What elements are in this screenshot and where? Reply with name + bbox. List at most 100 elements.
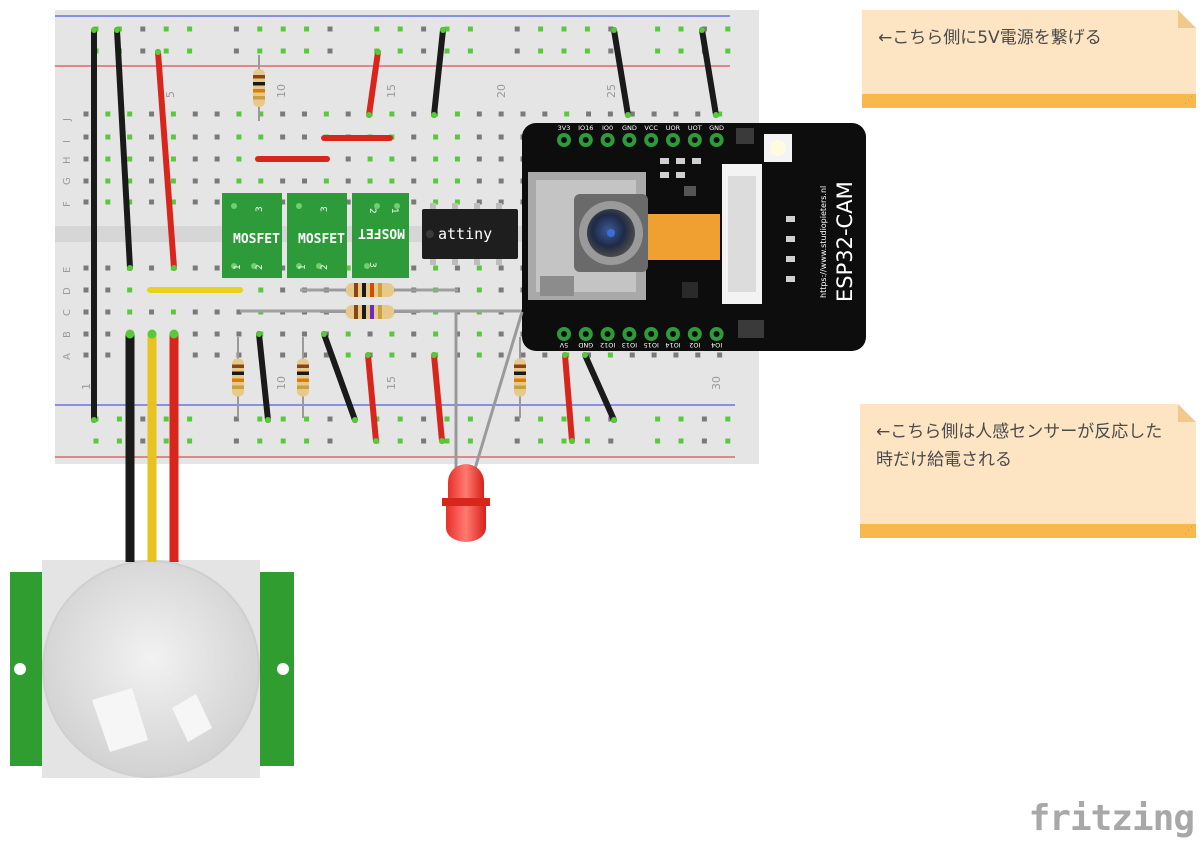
rail-hole — [116, 416, 122, 422]
breadboard-hole — [105, 265, 111, 271]
breadboard-hole — [345, 352, 351, 358]
breadboard-hole — [192, 265, 198, 271]
rail-hole — [701, 416, 707, 422]
wire-black — [256, 331, 271, 423]
note-power-input: ←こちら側に5V電源を繋げる ⋰ — [862, 10, 1196, 108]
rail-hole — [561, 416, 567, 422]
pir-wire-end — [169, 329, 179, 339]
rail-hole — [584, 438, 590, 444]
rail-hole — [187, 26, 193, 32]
rail-hole — [421, 48, 427, 54]
wire-end — [562, 352, 568, 358]
breadboard-hole — [389, 178, 395, 184]
rail-hole — [561, 48, 567, 54]
note-bar — [860, 524, 1196, 538]
rail-hole — [257, 438, 263, 444]
rail-hole — [725, 438, 731, 444]
breadboard-hole — [83, 287, 89, 293]
breadboard-hole — [542, 111, 548, 117]
wire-end — [440, 27, 446, 33]
wire-black — [114, 27, 133, 271]
resistor-band — [362, 283, 366, 297]
wire-end — [321, 331, 327, 337]
esp32-pin-hole — [604, 137, 611, 143]
rail-hole — [444, 438, 450, 444]
rail-hole — [187, 416, 193, 422]
breadboard-hole — [411, 178, 417, 184]
breadboard-hole — [454, 199, 460, 205]
attiny-chip: attiny — [422, 203, 518, 265]
breadboard-hole — [367, 331, 373, 337]
rail-hole — [257, 48, 263, 54]
rail-hole — [538, 416, 544, 422]
mosfet-hole — [394, 203, 400, 209]
rail-hole — [233, 438, 239, 444]
breadboard-hole — [673, 111, 679, 117]
wire-end — [352, 417, 358, 423]
breadboard-hole — [280, 111, 286, 117]
ic-leg — [496, 203, 502, 211]
ic-leg — [430, 257, 436, 265]
breadboard-hole — [105, 111, 111, 117]
breadboard-hole — [476, 199, 482, 205]
wire-black — [611, 27, 631, 118]
breadboard-hole — [498, 111, 504, 117]
resistor-band — [514, 385, 526, 389]
smd-component — [676, 158, 685, 164]
breadboard-hole — [127, 178, 133, 184]
breadboard-hole — [345, 178, 351, 184]
ic-leg — [430, 203, 436, 211]
rail-hole — [467, 48, 473, 54]
wire-red — [366, 49, 381, 118]
wire-end — [265, 417, 271, 423]
breadboard-hole — [389, 331, 395, 337]
breadboard-hole — [236, 178, 242, 184]
breadboard-hole — [105, 199, 111, 205]
rail-hole — [327, 26, 333, 32]
rail-hole — [280, 438, 286, 444]
wire-end — [569, 438, 575, 444]
esp32-pin-hole — [648, 137, 655, 143]
rail-hole — [397, 26, 403, 32]
esp32-pin-hole — [626, 137, 633, 143]
esp32-pin-label: IO13 — [622, 341, 637, 349]
rail-hole — [327, 48, 333, 54]
rail-hole — [304, 438, 310, 444]
smd-component — [692, 158, 701, 164]
mosfet-label: MOSFET — [358, 225, 405, 240]
breadboard-hole — [454, 134, 460, 140]
mosfet-module-3: MOSFET 1 2 3 — [352, 193, 409, 278]
resistor-band — [253, 75, 265, 79]
breadboard-hole — [411, 199, 417, 205]
resistor-band — [253, 82, 265, 86]
breadboard-hole — [236, 156, 242, 162]
breadboard-hole — [411, 352, 417, 358]
breadboard-hole — [149, 265, 155, 271]
pir-dome-facet — [172, 694, 212, 742]
mosfet-pin-3: 3 — [255, 206, 265, 212]
breadboard-hole — [345, 156, 351, 162]
esp32-pin-hole — [582, 331, 589, 337]
rail-hole — [725, 26, 731, 32]
breadboard-hole — [149, 134, 155, 140]
breadboard-hole — [83, 134, 89, 140]
breadboard-hole — [280, 178, 286, 184]
esp32-pin-hole — [561, 331, 567, 337]
pir-dome — [42, 560, 260, 778]
row-letter: G — [62, 177, 73, 185]
note-bar — [862, 94, 1196, 108]
breadboard-hole — [258, 111, 264, 117]
column-number: 15 — [385, 376, 398, 390]
wire-end — [373, 438, 379, 444]
row-letter: C — [62, 309, 73, 316]
mosfet-label: MOSFET — [233, 232, 280, 247]
breadboard-hole — [105, 331, 111, 337]
rail-hole — [444, 48, 450, 54]
esp32-pin-hole — [670, 137, 676, 143]
esp32-pin-label: GND — [622, 124, 637, 132]
resistor-band — [232, 385, 244, 389]
breadboard-hole — [476, 134, 482, 140]
breadboard-hole — [214, 309, 220, 315]
resistor-band — [232, 378, 244, 382]
